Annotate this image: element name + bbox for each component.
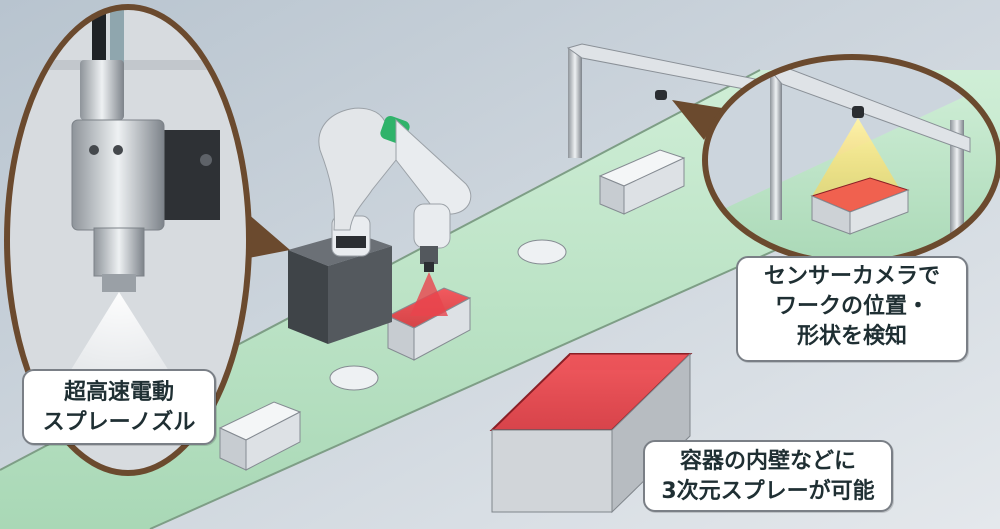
tray-bottom: [218, 401, 302, 471]
red-spray-beam: [410, 272, 448, 316]
camera-gantry: [566, 43, 761, 158]
camera-closeup-bubble: [672, 54, 1000, 266]
nozzle-label: 超高速電動 スプレーノズル: [22, 369, 216, 445]
tray-top: [598, 149, 686, 215]
camera-light-beam: [812, 118, 904, 196]
camera-sensor-icon: [655, 90, 667, 100]
plate: [517, 239, 567, 265]
plate: [329, 365, 379, 391]
nozzle-label-line-2: スプレーノズル: [42, 410, 196, 435]
spray3d-label: 容器の内壁などに 3次元スプレーが可能: [643, 440, 893, 512]
spray-nozzle-icon: [424, 262, 434, 272]
camera-label-line-1: センサーカメラで: [763, 264, 940, 289]
bolt-icon: [200, 154, 212, 166]
robot-arm: [318, 107, 472, 316]
spray3d-label-line-1: 容器の内壁などに: [679, 449, 856, 474]
camera-label-line-3: 形状を検知: [796, 324, 907, 349]
cable: [92, 8, 106, 70]
camera-detection-label: センサーカメラで ワークの位置・ 形状を検知: [736, 256, 968, 362]
nozzle-label-line-1: 超高速電動: [63, 380, 174, 405]
camera-label-line-2: ワークの位置・: [774, 294, 929, 319]
spray3d-label-line-2: 3次元スプレーが可能: [661, 479, 875, 504]
large-container: [489, 352, 693, 514]
